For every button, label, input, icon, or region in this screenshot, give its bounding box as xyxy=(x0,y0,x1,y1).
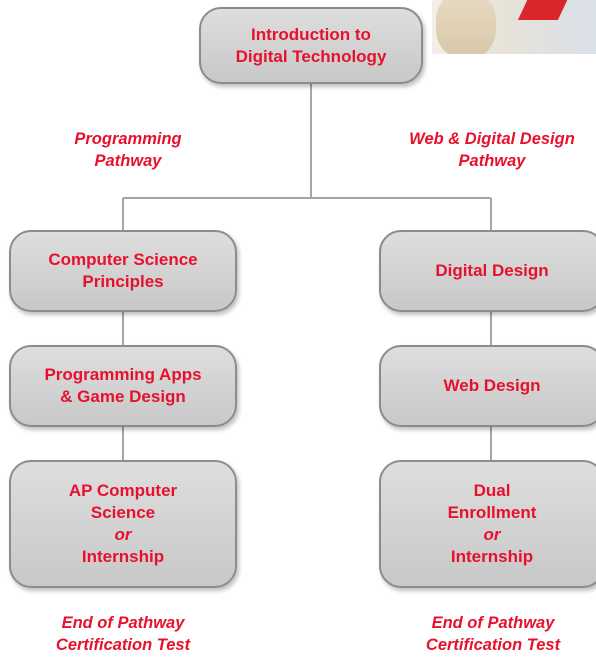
label-right-end-of-pathway: End of Pathway Certification Test xyxy=(378,612,596,656)
label-line: End of Pathway xyxy=(431,614,555,632)
box-programming-apps-game-design: Programming Apps & Game Design xyxy=(9,345,237,427)
box-digital-design: Digital Design xyxy=(379,230,596,312)
box-line: Computer Science xyxy=(48,250,198,269)
box-line: Digital Design xyxy=(435,261,549,280)
label-line: Web & Digital Design xyxy=(409,130,575,148)
box-line-or: or xyxy=(483,525,501,544)
box-line: Internship xyxy=(81,547,165,566)
box-line: Enrollment xyxy=(447,503,537,522)
box-computer-science-principles: Computer Science Principles xyxy=(9,230,237,312)
box-ap-computer-science-or-internship: AP Computer Science or Internship xyxy=(9,460,237,588)
box-line: AP Computer xyxy=(68,481,178,500)
label-programming-pathway: Programming Pathway xyxy=(28,128,228,172)
box-line: Digital Technology xyxy=(235,46,387,66)
box-dual-enrollment-or-internship: Dual Enrollment or Internship xyxy=(379,460,596,588)
box-line: Internship xyxy=(450,547,534,566)
box-line: & Game Design xyxy=(60,387,186,406)
label-line: Pathway xyxy=(94,152,162,170)
box-line: Dual xyxy=(473,481,511,500)
label-line: Certification Test xyxy=(55,636,191,654)
header-photo xyxy=(432,0,596,54)
box-line-or: or xyxy=(114,525,132,544)
box-web-design: Web Design xyxy=(379,345,596,427)
label-line: Certification Test xyxy=(425,636,561,654)
label-left-end-of-pathway: End of Pathway Certification Test xyxy=(8,612,238,656)
box-intro-digital-technology: Introduction to Digital Technology xyxy=(199,7,423,84)
label-web-digital-design-pathway: Web & Digital Design Pathway xyxy=(382,128,596,172)
box-line: Programming Apps xyxy=(44,365,202,384)
box-line: Introduction to xyxy=(251,24,371,44)
box-line: Principles xyxy=(82,272,164,291)
label-line: End of Pathway xyxy=(61,614,185,632)
label-line: Pathway xyxy=(458,152,526,170)
label-line: Programming xyxy=(74,130,182,148)
box-line: Web Design xyxy=(443,376,541,395)
box-line: Science xyxy=(90,503,156,522)
photo-sleeve-shape xyxy=(436,0,496,54)
